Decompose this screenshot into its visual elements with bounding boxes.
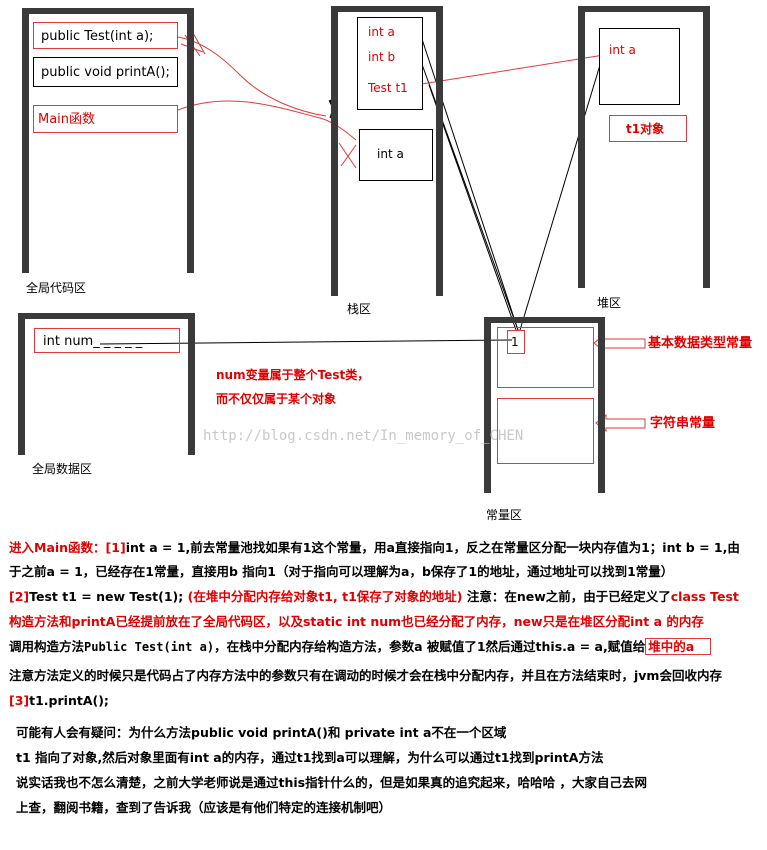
stack-region-left-wall: [331, 6, 338, 296]
heap-int-a: int a: [609, 43, 636, 57]
stack-region-top-wall: [331, 6, 443, 12]
basic-const-label: 基本数据类型常量: [648, 336, 753, 351]
explain-line-2: 于之前a = 1，已经存在1常量，直接用b 指向1（对于指向可以理解为a，b保存…: [9, 564, 674, 579]
heap-region-left-wall: [578, 6, 585, 288]
explain-class-test: class Test: [670, 589, 739, 604]
code-region-right-wall: [187, 8, 194, 273]
explain-step-2-note: (在堆中分配内存给对象t1, t1保存了对象的地址): [187, 589, 463, 604]
constructor-label: public Test(int a);: [41, 29, 154, 44]
explain-step-3-code: t1.printA();: [29, 693, 109, 708]
stack-region-right-wall: [436, 6, 443, 296]
main-function-entry: Main函数: [33, 105, 178, 133]
explain-line-1: 进入Main函数：[1]int a = 1,前去常量池找如果有1这个常量，用a直…: [9, 540, 740, 556]
heap-region-label: 堆区: [597, 296, 622, 310]
constructor-entry: public Test(int a);: [33, 22, 178, 49]
main-stack-frame: int a int b Test t1: [357, 17, 423, 110]
stack-int-b: int b: [368, 50, 396, 64]
static-num-label: int num_ _ _ _ _: [43, 334, 143, 349]
explain-call-prefix: 调用构造方法: [9, 639, 85, 654]
question-line-3: 说实话我也不怎么清楚，之前大学老师说是通过this指针什么的，但是如果真的追究起…: [16, 775, 647, 790]
string-const-label: 字符串常量: [650, 416, 716, 431]
data-region-label: 全局数据区: [32, 462, 93, 476]
const-region-label: 常量区: [486, 508, 523, 522]
main-function-label: Main函数: [38, 112, 96, 127]
explain-main-prefix: 进入Main函数：[1]: [9, 540, 126, 555]
data-region-top-wall: [18, 313, 195, 319]
explain-line-4: 构造方法和printA已经提前放在了全局代码区，以及static int num…: [9, 614, 704, 629]
question-line-2: t1 指向了对象,然后对象里面有int a的内存，通过t1找到a可以理解，为什么…: [16, 750, 604, 765]
explain-step-2-code: Test t1 = new Test(1);: [29, 589, 188, 604]
explain-step-3-marker: [3]: [9, 693, 30, 708]
code-region-top-wall: [22, 8, 194, 14]
data-region-left-wall: [18, 313, 25, 455]
t1-object-label: t1对象: [626, 122, 665, 136]
heap-region-top-wall: [578, 6, 710, 12]
const-region-top-wall: [484, 317, 605, 323]
data-region-right-wall: [188, 313, 195, 455]
explain-line-7: [3]t1.printA();: [9, 693, 109, 709]
question-line-4: 上查，翻阅书籍，查到了告诉我（应该是有他们特定的连接机制吧）: [16, 800, 392, 815]
constructor-stack-frame: int a: [359, 129, 433, 181]
const-region-right-wall: [598, 317, 605, 493]
stack-test-t1: Test t1: [368, 81, 408, 95]
watermark-text: http://blog.csdn.net/In_memory_of_CHEN: [203, 428, 524, 444]
basic-const-pool: [497, 327, 594, 388]
num-note-line1: num变量属于整个Test类，: [216, 368, 370, 382]
t1-object-tag: t1对象: [609, 115, 687, 142]
stack-region-label: 栈区: [347, 302, 372, 316]
printA-entry: public void printA();: [33, 57, 178, 87]
string-const-pool: [497, 398, 594, 464]
explain-constructor-sig: Public Test(int a): [84, 640, 215, 654]
heap-object-box: int a: [599, 28, 680, 105]
const-region-left-wall: [484, 317, 491, 493]
explain-line-5: 调用构造方法Public Test(int a)，在栈中分配内存给构造方法，参数…: [9, 638, 712, 655]
explain-heap-a: 堆中的a: [645, 638, 712, 655]
question-line-1: 可能有人会有疑问：为什么方法public void printA()和 priv…: [16, 725, 507, 740]
explain-step-2-marker: [2]: [9, 589, 30, 604]
code-region-label: 全局代码区: [26, 281, 87, 295]
const-one-value: 1: [511, 335, 519, 349]
static-num-entry: int num_ _ _ _ _: [34, 328, 180, 353]
num-note-line2: 而不仅仅属于某个对象: [216, 392, 337, 406]
stack-param-int-a: int a: [377, 147, 404, 161]
explain-line-3: [2]Test t1 = new Test(1); (在堆中分配内存给对象t1,…: [9, 589, 739, 605]
explain-line-6: 注意方法定义的时候只是代码占了内存方法中的参数只有在调动的时候才会在栈中分配内存…: [9, 668, 722, 683]
explain-call-text: ，在栈中分配内存给构造方法，参数a 被赋值了1然后通过this.a = a,赋值…: [214, 639, 646, 654]
explain-step-2-text: 注意：在new之前，由于已经定义了: [462, 589, 671, 604]
code-region-left-wall: [22, 8, 29, 273]
heap-region-right-wall: [703, 6, 710, 288]
explain-line-1-text: int a = 1,前去常量池找如果有1这个常量，用a直接指向1，反之在常量区分…: [125, 540, 740, 555]
printA-label: public void printA();: [41, 65, 170, 80]
const-one-box: 1: [507, 330, 525, 354]
stack-int-a: int a: [368, 25, 395, 39]
